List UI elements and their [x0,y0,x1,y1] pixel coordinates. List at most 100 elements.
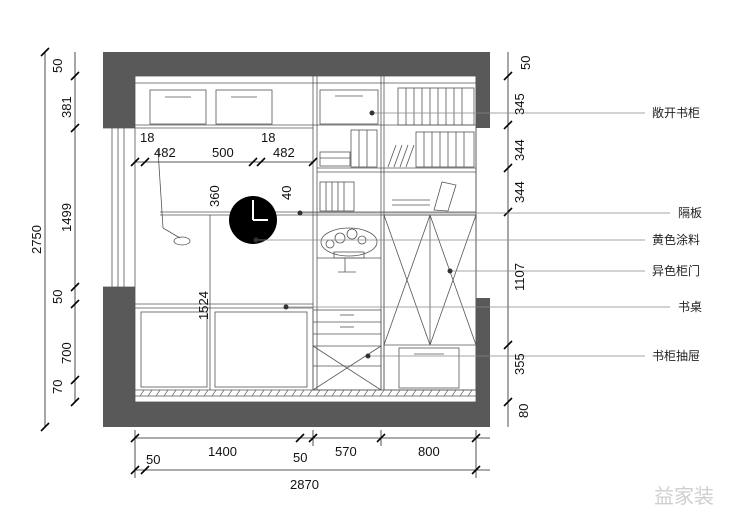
hatch-mark [163,389,169,397]
dim-bottom-50-mid: 50 [293,450,307,465]
dimension-tick [308,433,318,443]
hatch-mark [227,389,233,397]
walls [103,52,490,427]
callout-open-bookcase: 敞开书柜 [652,105,700,120]
hatch-mark [147,389,153,397]
callout-contrast-door: 异色柜门 [652,263,700,278]
dimension-tick [503,207,513,217]
callout-desk: 书桌 [678,300,702,314]
hatch-mark [363,389,369,397]
dimension-tick [256,157,266,167]
hatch-mark [299,389,305,397]
hatch-mark [283,389,289,397]
dim-left-381: 381 [59,96,74,118]
dim-right-50: 50 [518,56,533,70]
dimension-tick [376,433,386,443]
dimension-tick [70,71,80,81]
clock-icon [229,196,277,244]
dim-bottom-50-left: 50 [146,452,160,467]
hatch-mark [355,389,361,397]
dimension-tick [70,397,80,407]
dim-left-50-top: 50 [50,59,65,73]
hatch-mark [139,389,145,397]
dim-right-1107: 1107 [512,263,527,291]
dimension-tick [70,375,80,385]
callout-yellow-paint: 黄色涂料 [652,232,700,247]
dim-bottom-800: 800 [418,444,440,459]
dimension-tick [70,299,80,309]
dimension-tick [130,433,140,443]
dimension-tick [70,282,80,292]
dimension-tick [70,123,80,133]
dim-right-345: 345 [512,93,527,115]
hatch-mark [171,389,177,397]
dim-right-355: 355 [512,353,527,375]
dimension-tick [503,163,513,173]
dim-left-total: 2750 [29,225,44,254]
hatch-mark [211,389,217,397]
dimension-ticks [40,47,513,475]
dim-inner-360: 360 [207,185,222,207]
hatch-mark [155,389,161,397]
hatch-mark [307,389,313,397]
hatch-mark [427,389,433,397]
hatch-mark [467,389,473,397]
dimension-tick [503,397,513,407]
hatch-mark [179,389,185,397]
hatch-mark [203,389,209,397]
hatch-mark [235,389,241,397]
hatch-mark [339,389,345,397]
dimension-tick [295,433,305,443]
top-wall [103,52,490,76]
callout-dots [253,110,453,359]
hatch-mark [267,389,273,397]
dimension-tick [130,157,140,167]
dimension-tick [140,465,150,475]
dim-top-482-left: 482 [154,145,176,160]
hatch-mark [315,389,321,397]
hatch-mark [451,389,457,397]
plinth-hatch [139,389,473,397]
hatch-mark [443,389,449,397]
hatch-mark [419,389,425,397]
dimension-tick [248,157,258,167]
dim-top-482-right: 482 [273,145,295,160]
dim-left-1499: 1499 [59,203,74,232]
dim-bottom-1400: 1400 [208,444,237,459]
dimension-tick [40,422,50,432]
watermark-logo: 益家装 [654,484,714,508]
callout-partition-board: 隔板 [678,206,702,220]
dim-top-18-left: 18 [140,130,154,145]
dim-right-344-a: 344 [512,139,527,161]
left-wall-upper [103,52,135,128]
callout-bookcase-drawer: 书柜抽屉 [652,349,700,363]
dim-top-500: 500 [212,145,234,160]
hatch-mark [323,389,329,397]
dimension-tick [471,433,481,443]
hatch-mark [411,389,417,397]
hatch-mark [435,389,441,397]
dim-left-700: 700 [59,342,74,364]
dimension-tick [503,120,513,130]
hatch-mark [371,389,377,397]
hatch-mark [243,389,249,397]
dim-bottom-570: 570 [335,444,357,459]
hatch-mark [379,389,385,397]
dimension-tick [130,465,140,475]
hatch-mark [187,389,193,397]
dim-inner-40: 40 [279,186,294,200]
interior-lines [103,75,477,403]
dim-bottom-total: 2870 [290,477,319,492]
hatch-mark [395,389,401,397]
dimension-tick [308,157,318,167]
dimension-tick [503,71,513,81]
hatch-mark [291,389,297,397]
hatch-mark [275,389,281,397]
hatch-mark [387,389,393,397]
hatch-mark [347,389,353,397]
callout-leaders [256,112,670,357]
dimension-tick [471,465,481,475]
hatch-mark [403,389,409,397]
hatch-mark [251,389,257,397]
